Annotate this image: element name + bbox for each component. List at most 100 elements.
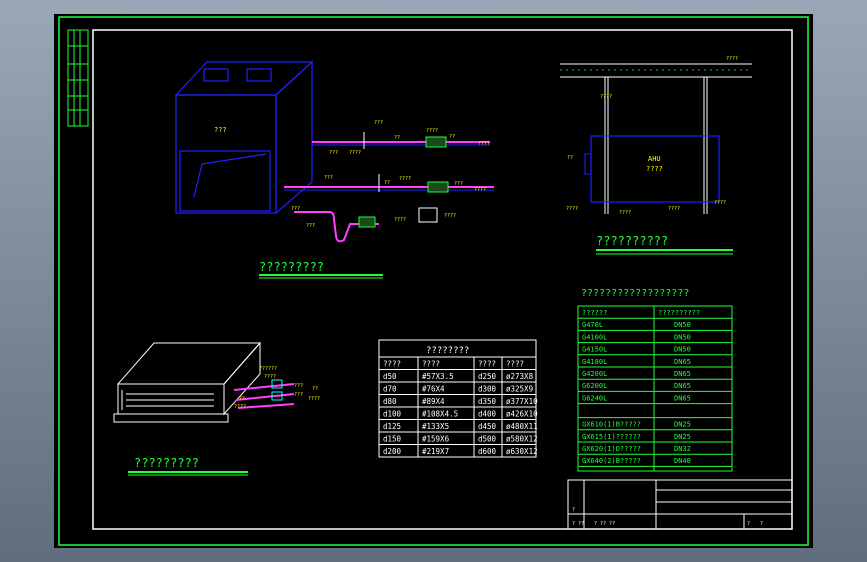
- model-table-cell: G4180L: [582, 358, 607, 366]
- pipe-table-cell: d600: [478, 447, 497, 456]
- svg-text:????: ????: [264, 374, 276, 380]
- svg-text:????: ????: [600, 94, 612, 100]
- pipe-table-cell: #133X5: [422, 422, 449, 431]
- pipe-table-cell: d350: [478, 397, 497, 406]
- drawing-border: [92, 29, 793, 530]
- ceiling-slab: [560, 63, 752, 78]
- pipe-table-cell: ø630X12: [506, 447, 538, 456]
- model-table-cell: G470L: [582, 321, 603, 329]
- pipe-table-title: ????????: [426, 346, 469, 356]
- ahu-label: ???: [214, 126, 227, 134]
- model-table-header: ??????: [582, 309, 607, 317]
- ceiling-ahu-box: [584, 153, 592, 175]
- model-table-cell: G4150L: [582, 346, 607, 354]
- binding-strip: [67, 29, 89, 127]
- model-table-cell: G4100L: [582, 333, 607, 341]
- cad-drawing: ??? ??? ?? ???? ?? ???? ??? ???? ???? ??…: [58, 16, 809, 546]
- ahu-hangers: [604, 77, 708, 214]
- svg-text:? ??: ? ??: [572, 521, 584, 527]
- model-table-header: ??????????: [658, 309, 700, 317]
- model-table-cell: G6200L: [582, 382, 607, 390]
- pipe-table-cell: ø580X12: [506, 435, 538, 444]
- pipe-table-cell: #108X4.5: [422, 410, 458, 419]
- pipe-table-cell: d125: [383, 422, 401, 431]
- ahu-pipe-labels: ??? ?? ???? ?? ???? ??? ???? ???? ??? ??…: [291, 120, 490, 229]
- svg-text:???: ???: [306, 223, 315, 229]
- svg-text:????: ????: [619, 210, 631, 216]
- ceiling-unit-label-2: ????: [646, 165, 663, 173]
- fcu-section-title: ?????????: [134, 456, 199, 470]
- pipe-table-cell: #159X6: [422, 435, 450, 444]
- pipe-table: ???????? ???????????????? d50 #57X3.5 d250 ø…: [378, 339, 538, 458]
- pipe-table-cell: d50: [383, 372, 397, 381]
- svg-text:????: ????: [349, 150, 361, 156]
- svg-text:???: ???: [294, 383, 303, 389]
- pipe-table-header: ????: [383, 360, 401, 369]
- svg-text:? ?? ??: ? ?? ??: [594, 521, 615, 527]
- model-table-cell: GX615(1)??????: [582, 433, 641, 441]
- svg-text:???: ???: [291, 206, 300, 212]
- model-table-cell: DN65: [674, 382, 691, 390]
- model-table-cell: DN65: [674, 394, 691, 402]
- model-table-cell: GX640(2)B?????: [582, 457, 641, 465]
- pipe-table-cell: d400: [478, 410, 497, 419]
- title-block-text: ? ? ?? ? ?? ?? ? ?: [572, 507, 763, 527]
- fcu-pipes: [233, 379, 295, 409]
- ceiling-unit-label-1: AHU: [648, 155, 661, 163]
- model-table-cell: DN50: [674, 321, 691, 329]
- svg-text:????: ????: [668, 206, 680, 212]
- pipe-table-cell: d80: [383, 397, 397, 406]
- pipe-table-cell: ø480X11: [506, 422, 538, 431]
- svg-text:????: ????: [566, 206, 578, 212]
- pipe-table-cell: d250: [478, 372, 497, 381]
- model-table-cell: GX610(1)B?????: [582, 421, 641, 429]
- pipe-table-cell: #76X4: [422, 385, 445, 394]
- pipe-table-cell: d450: [478, 422, 497, 431]
- model-table-cell: DN25: [674, 421, 691, 429]
- svg-text:??: ??: [394, 135, 400, 141]
- model-table-cell: DN50: [674, 333, 691, 341]
- svg-text:???: ???: [324, 175, 333, 181]
- svg-text:????: ????: [426, 128, 438, 134]
- title-block: [567, 479, 793, 530]
- pipe-table-cell: ø377X10: [506, 397, 538, 406]
- fcu-labels: ?????? ???? ??? ?? ??? ???? ?? ????: [234, 366, 320, 410]
- ceiling-section-title: ??????????: [596, 234, 668, 248]
- svg-text:????: ????: [726, 56, 738, 62]
- pipe-table-cell: ø426X10: [506, 410, 538, 419]
- model-table-cell: DN65: [674, 358, 691, 366]
- model-table-cell: DN65: [674, 370, 691, 378]
- svg-text:????: ????: [444, 213, 456, 219]
- pipe-table-header: ????: [478, 360, 496, 369]
- model-table-cell: DN40: [674, 457, 691, 465]
- svg-text:???: ???: [294, 392, 303, 398]
- pipe-table-header: ????: [422, 360, 440, 369]
- svg-text:??: ??: [567, 155, 573, 161]
- pipe-table-cell: #89X4: [422, 397, 445, 406]
- model-table-cell: G6240L: [582, 394, 607, 402]
- outer-frame: [58, 16, 809, 546]
- model-table-title: ??????????????????: [581, 288, 689, 299]
- ahu-unit: [174, 60, 314, 215]
- pipe-table-cell: d70: [383, 385, 397, 394]
- svg-text:??: ??: [239, 396, 245, 402]
- svg-text:??: ??: [312, 386, 318, 392]
- model-table-cell: DN25: [674, 433, 691, 441]
- pipe-table-cell: d150: [383, 435, 402, 444]
- svg-text:??????: ??????: [259, 366, 277, 372]
- svg-text:???: ???: [329, 150, 338, 156]
- svg-text:????: ????: [394, 217, 406, 223]
- svg-text:????: ????: [714, 200, 726, 206]
- model-table-cell: DN32: [674, 445, 691, 453]
- pipe-table-cell: #57X3.5: [422, 372, 454, 381]
- pipe-table-header: ????: [506, 360, 524, 369]
- svg-text:???: ???: [454, 181, 463, 187]
- ahu-section-title: ?????????: [259, 260, 324, 274]
- cad-viewport[interactable]: ??? ??? ?? ???? ?? ???? ??? ???? ???? ??…: [54, 14, 813, 548]
- svg-text:???: ???: [374, 120, 383, 126]
- pipe-table-cell: ø325X9: [506, 385, 533, 394]
- pipe-table-cell: d100: [383, 410, 402, 419]
- svg-text:????: ????: [234, 404, 246, 410]
- svg-text:?: ?: [747, 521, 750, 527]
